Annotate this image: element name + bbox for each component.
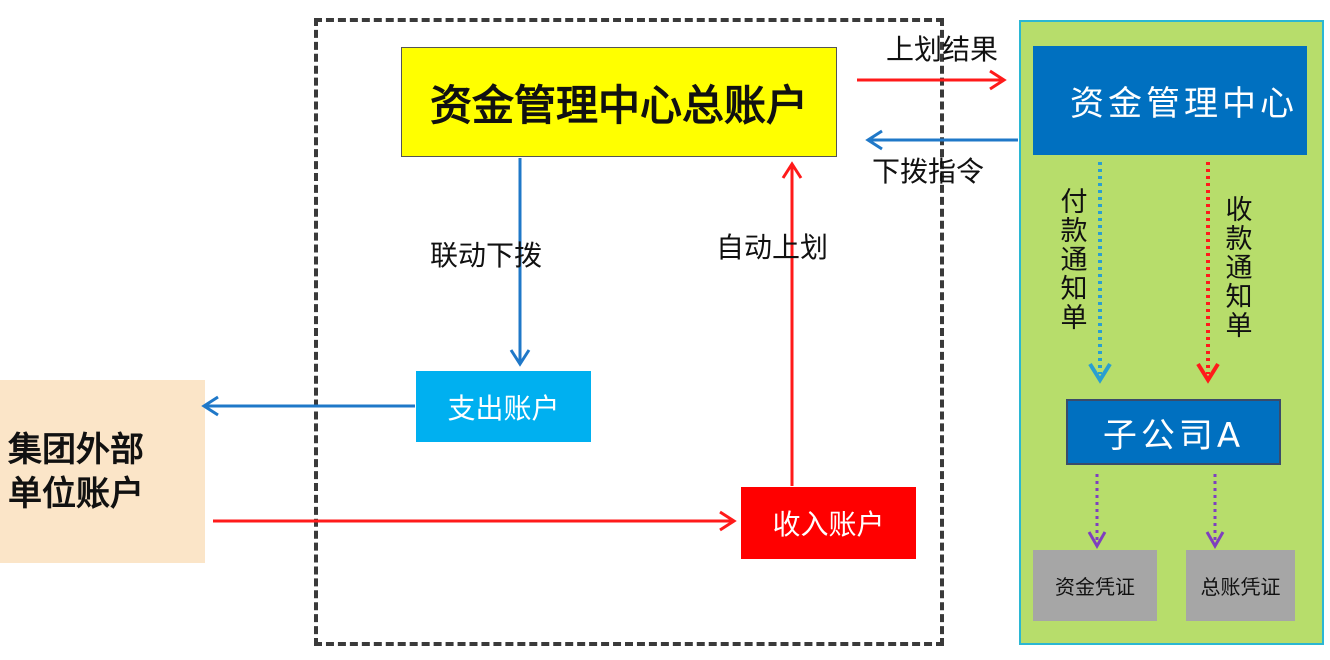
fund-center-box: 资金管理中心 xyxy=(1033,46,1307,155)
payment-out-arrow xyxy=(201,395,415,417)
income-account-box: 收入账户 xyxy=(741,487,916,559)
payment-notice-arrow xyxy=(1088,162,1112,384)
expense-account-box: 支出账户 xyxy=(416,371,591,442)
external-account-line1: 集团外部 xyxy=(8,429,144,470)
external-account-line2: 单位账户 xyxy=(8,473,144,514)
upload-result-arrow xyxy=(857,69,1007,91)
subsidiary-box: 子公司A xyxy=(1066,399,1281,465)
auto-upload-arrow xyxy=(781,161,803,486)
payment-notice-label: 付款通知单 xyxy=(1060,187,1088,334)
receipt-in-arrow xyxy=(213,510,737,532)
receipt-notice-label: 收款通知单 xyxy=(1225,195,1253,342)
main-account-box: 资金管理中心总账户 xyxy=(401,47,837,157)
funds-voucher-arrow xyxy=(1087,474,1107,550)
ledger-voucher-box: 总账凭证 xyxy=(1186,550,1295,621)
cash-pool-boundary xyxy=(314,18,944,646)
receipt-notice-arrow xyxy=(1196,162,1220,384)
external-account-box: 集团外部 单位账户 xyxy=(0,380,205,563)
allocation-order-arrow xyxy=(865,129,1018,151)
linked-allocation-arrow xyxy=(509,158,531,367)
linked-allocation-label: 联动下拨 xyxy=(430,239,543,272)
auto-upload-label: 自动上划 xyxy=(716,231,829,264)
ledger-voucher-arrow xyxy=(1205,474,1225,550)
allocation-order-label: 下拨指令 xyxy=(872,155,985,188)
funds-voucher-box: 资金凭证 xyxy=(1033,550,1157,621)
upload-result-label: 上划结果 xyxy=(886,33,999,66)
